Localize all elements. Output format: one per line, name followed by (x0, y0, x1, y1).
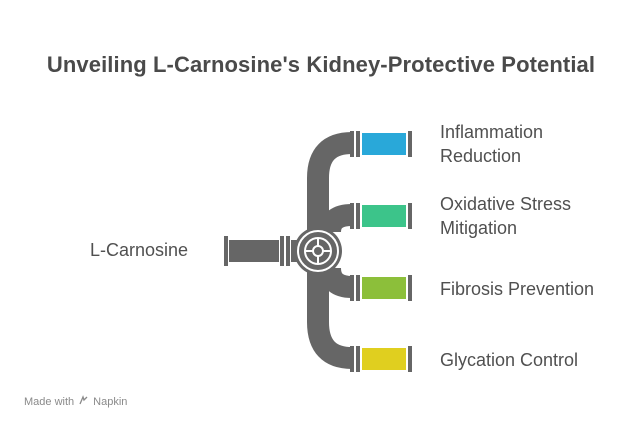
branch-pipe-inflammation (350, 131, 412, 157)
branch-label-inflammation: Inflammation Reduction (440, 120, 543, 168)
valve-icon (294, 227, 342, 275)
source-pipe-cap-right (280, 236, 284, 266)
source-pipe-cap-left (224, 236, 228, 266)
pipe-elbow-fibrosis (319, 267, 353, 298)
branch-pipe-fibrosis (350, 275, 412, 301)
footer-made-with: Made with (24, 396, 75, 408)
pipe-elbow-oxidative (319, 204, 353, 233)
source-label: L-Carnosine (90, 240, 189, 260)
branch-pipe-oxidative (350, 203, 412, 229)
source-pipe-connector (286, 236, 290, 266)
branch-label-line: Reduction (440, 146, 522, 166)
branch-label-oxidative: Oxidative Stress Mitigation (440, 192, 571, 240)
branch-label-line: Inflammation (440, 122, 544, 142)
branch-label-fibrosis: Fibrosis Prevention (440, 277, 594, 301)
branch-label-line: Fibrosis Prevention (440, 279, 595, 299)
branch-label-line: Oxidative Stress (440, 194, 572, 214)
branch-label-glycation: Glycation Control (440, 348, 578, 372)
footer-credit: Made with Napkin (24, 395, 127, 409)
napkin-icon (78, 395, 89, 409)
page-title: Unveiling L-Carnosine's Kidney-Protectiv… (46, 52, 596, 77)
branch-pipe-glycation (350, 346, 412, 372)
footer-brand: Napkin (93, 396, 128, 408)
branch-label-line: Glycation Control (440, 350, 579, 370)
branch-label-line: Mitigation (440, 218, 518, 238)
source-pipe (229, 240, 279, 262)
